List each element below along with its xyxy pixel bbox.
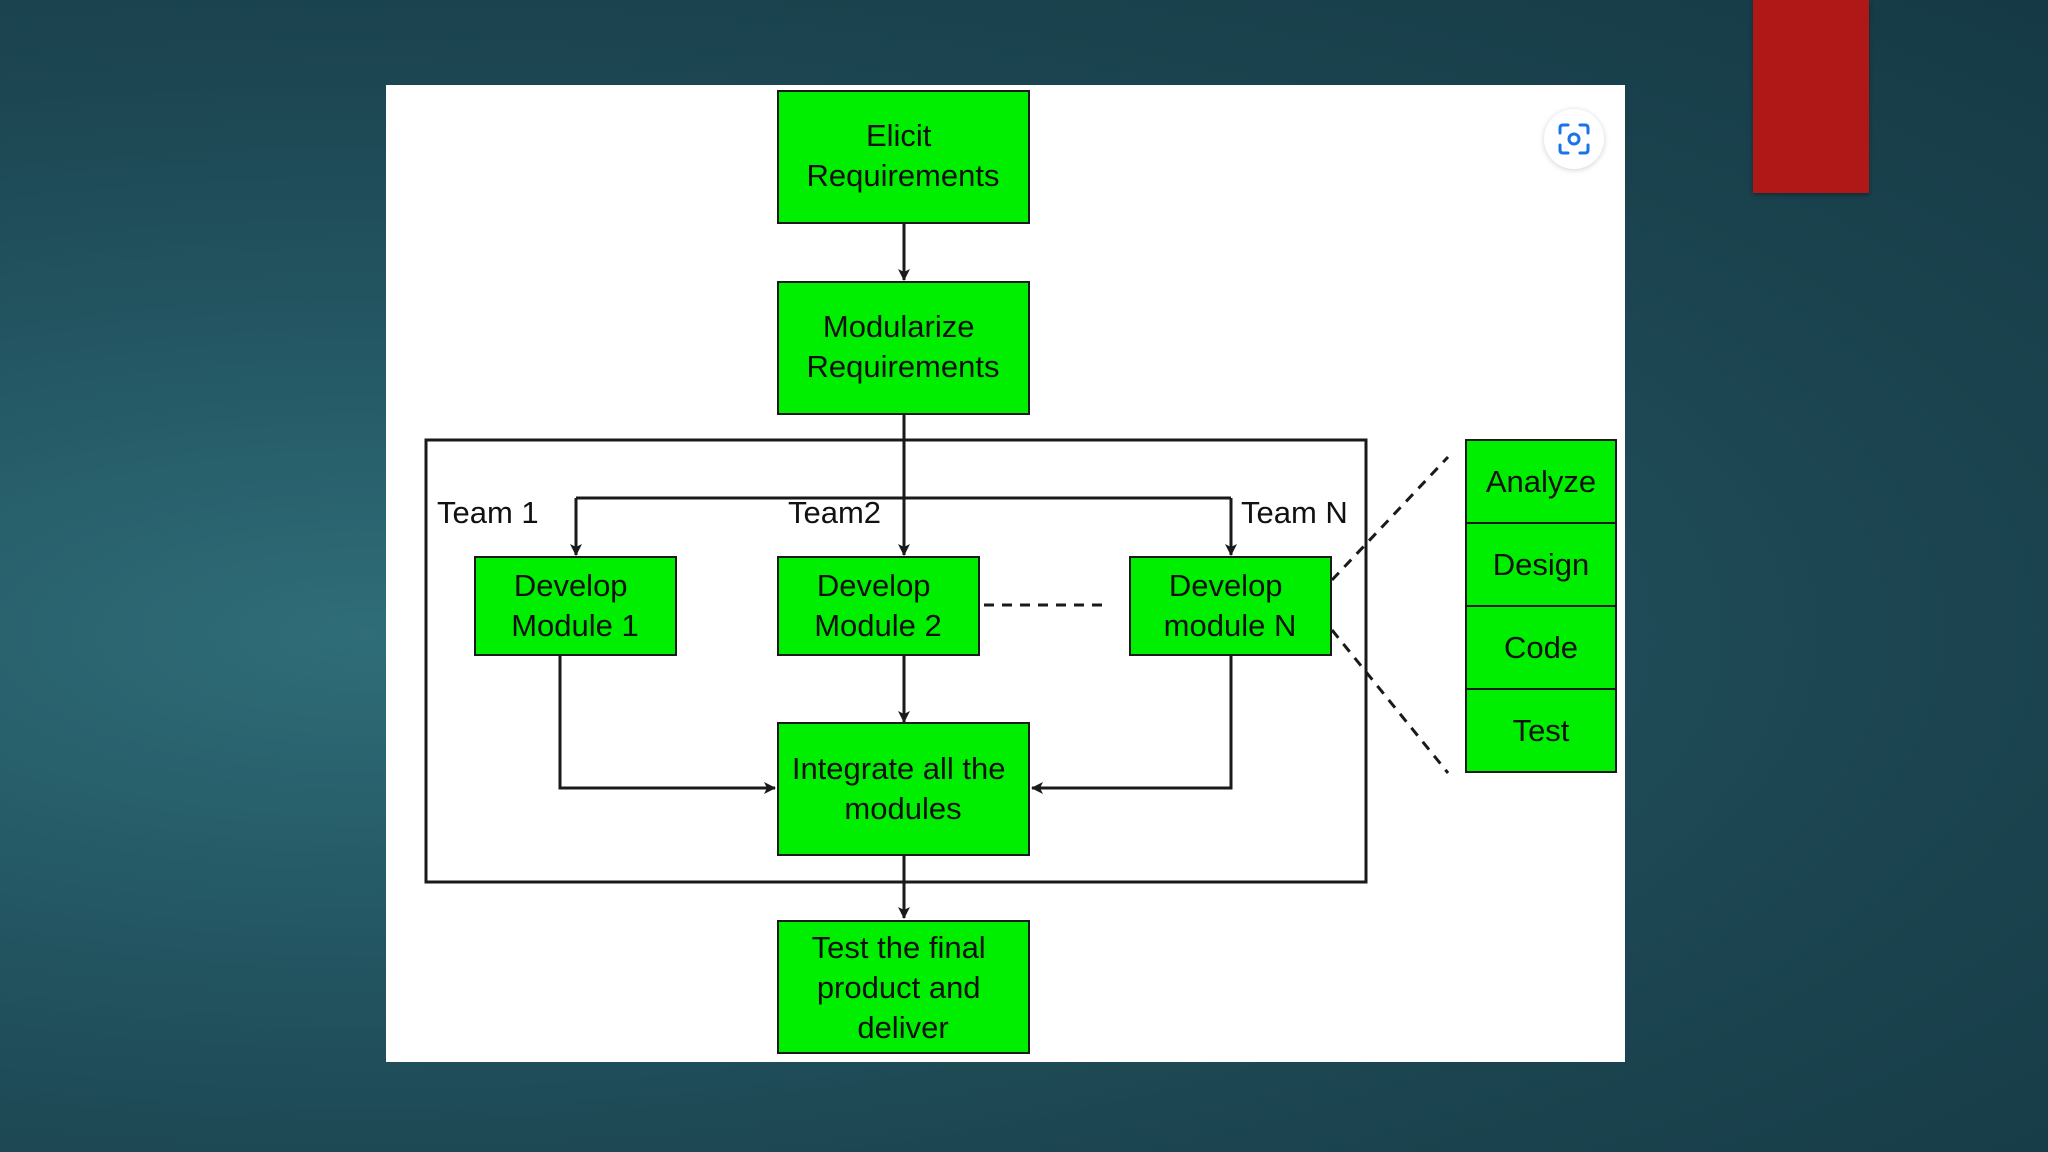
visual-search-button[interactable] (1544, 109, 1604, 169)
box-final (777, 920, 1030, 1054)
label-modularize-line2: Requirements (807, 349, 1000, 384)
label-moduleN-line2: module N (1164, 608, 1297, 643)
box-phase-design (1465, 522, 1617, 607)
label-modularize-line1: Modularize (823, 309, 975, 344)
arrow-moduleN-to-integrate (1031, 656, 1233, 794)
label-integrate-line1: Integrate all the (792, 751, 1006, 786)
dashed-connectors (984, 455, 1450, 774)
label-elicit: Elicit Requirements (807, 118, 1000, 193)
box-module2 (777, 556, 980, 656)
label-final: Test the final product and deliver (812, 930, 995, 1045)
label-integrate: Integrate all the modules (792, 751, 1014, 826)
arrow-module1-to-integrate (558, 656, 776, 794)
label-modularize: Modularize Requirements (807, 309, 1000, 384)
box-elicit (777, 90, 1030, 224)
label-phase-design: Design (1493, 547, 1590, 582)
team-frame (424, 438, 1368, 884)
box-modularize (777, 281, 1030, 415)
label-team2: Team2 (788, 495, 881, 530)
label-phase-test: Test (1513, 713, 1570, 748)
dashed-expand-top (1330, 455, 1450, 582)
label-final-line1: Test the final (812, 930, 986, 965)
dashed-expand-bottom (1330, 629, 1450, 774)
label-module2: Develop Module 2 (814, 568, 942, 643)
label-module1-line1: Develop (514, 568, 628, 603)
lens-icon (1558, 123, 1590, 155)
diagram-image: Elicit Requirements Modularize Requireme… (386, 85, 1625, 1062)
box-module1 (474, 556, 677, 656)
label-moduleN-line1: Develop (1169, 568, 1283, 603)
connectors (558, 224, 1237, 919)
label-final-line3: deliver (857, 1010, 948, 1045)
label-integrate-line2: modules (844, 791, 961, 826)
boxes (474, 90, 1617, 1054)
label-phase-code: Code (1504, 630, 1578, 665)
box-moduleN (1129, 556, 1332, 656)
label-elicit-line1: Elicit (866, 118, 932, 153)
box-phase-code (1465, 605, 1617, 690)
box-phase-test (1465, 688, 1617, 773)
label-phase-analyze: Analyze (1486, 464, 1596, 499)
label-team1: Team 1 (437, 495, 539, 530)
label-teamN: Team N (1241, 495, 1348, 530)
label-elicit-line2: Requirements (807, 158, 1000, 193)
label-moduleN: Develop module N (1164, 568, 1297, 643)
label-module2-line2: Module 2 (814, 608, 942, 643)
label-final-line2: product and (817, 970, 981, 1005)
process-diagram: Elicit Requirements Modularize Requireme… (424, 90, 1617, 1054)
label-module1-line2: Module 1 (511, 608, 639, 643)
box-phase-analyze (1465, 439, 1617, 524)
label-module1: Develop Module 1 (511, 568, 639, 643)
box-integrate (777, 722, 1030, 856)
red-accent-bar (1753, 0, 1869, 193)
label-module2-line1: Develop (817, 568, 931, 603)
